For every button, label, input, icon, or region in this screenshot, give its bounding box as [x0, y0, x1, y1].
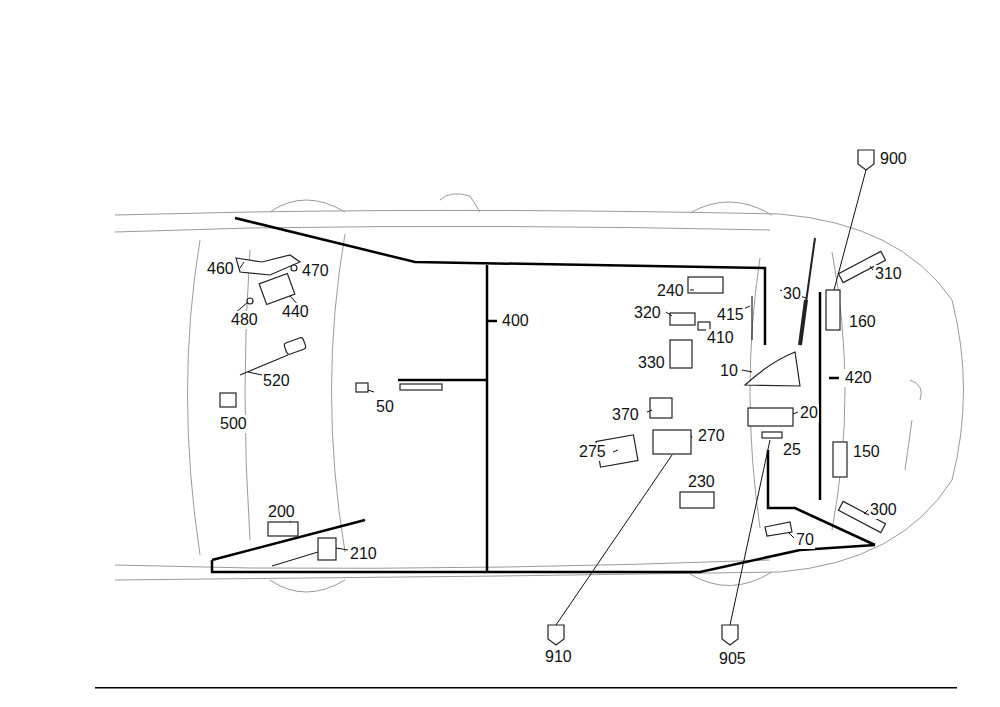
callout-number: 200 [267, 503, 296, 521]
callout-number: 230 [687, 473, 716, 491]
callout-number: 310 [874, 265, 903, 283]
callout-number: 210 [349, 545, 378, 563]
callout-number: 520 [262, 372, 291, 390]
callout-number: 415 [716, 306, 745, 324]
callout-number: 500 [219, 415, 248, 433]
callout-number: 420 [844, 369, 873, 387]
callout-number: 50 [375, 398, 395, 416]
callout-number: 400 [501, 312, 530, 330]
callout-number: 900 [879, 150, 908, 168]
callout-number: 10 [719, 362, 739, 380]
callout-number: 300 [869, 501, 898, 519]
callout-number: 370 [611, 406, 640, 424]
callout-number: 480 [230, 311, 259, 329]
callout-number: 70 [795, 531, 815, 549]
callout-number: 330 [637, 354, 666, 372]
callout-number: 240 [656, 282, 685, 300]
callout-number: 460 [206, 260, 235, 278]
callout-number: 410 [706, 329, 735, 347]
callout-number: 25 [782, 441, 802, 459]
callout-number: 270 [697, 427, 726, 445]
callout-number: 320 [633, 304, 662, 322]
callout-number: 20 [799, 404, 819, 422]
callout-number: 905 [718, 650, 747, 668]
callout-number: 150 [852, 443, 881, 461]
callout-number: 160 [848, 313, 877, 331]
callout-number: 440 [281, 303, 310, 321]
callout-number: 30 [782, 285, 802, 303]
callout-number: 275 [578, 443, 607, 461]
callout-number: 910 [544, 648, 573, 666]
callout-number: 470 [301, 262, 330, 280]
